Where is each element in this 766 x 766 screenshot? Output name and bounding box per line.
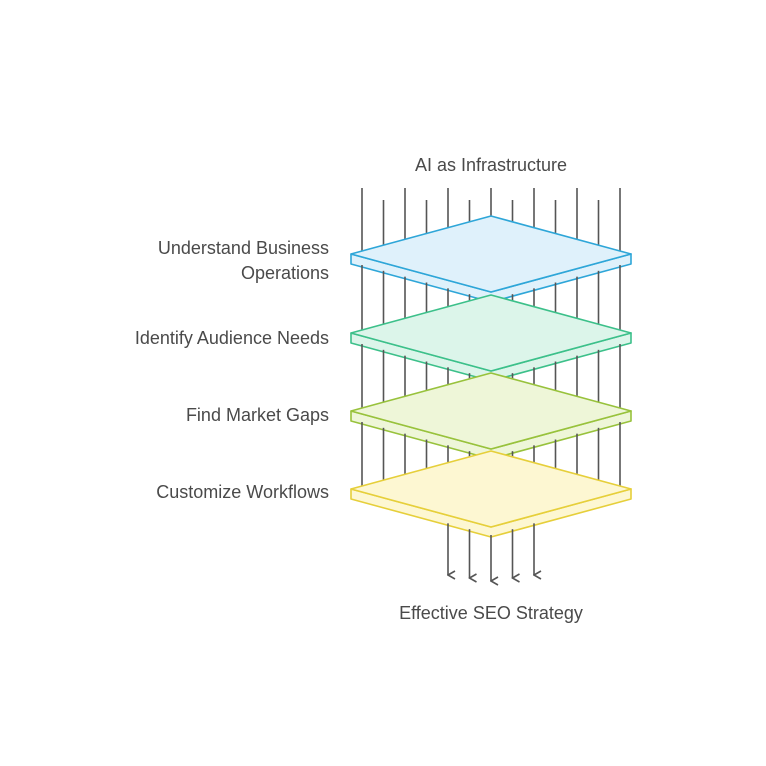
bottom-label: Effective SEO Strategy: [399, 603, 583, 623]
layer-plate-understand-business: [350, 215, 632, 303]
layer-label-understand-business-line-2: Operations: [241, 263, 329, 283]
layer-label-identify-audience: Identify Audience Needs: [135, 328, 329, 348]
layer-label-customize-workflows: Customize Workflows: [156, 482, 329, 502]
layer-plate-find-market-gaps: [350, 372, 632, 460]
top-label: AI as Infrastructure: [415, 155, 567, 175]
layer-plate-identify-audience: [350, 294, 632, 382]
layer-label-find-market-gaps: Find Market Gaps: [186, 405, 329, 425]
layers-group: [350, 188, 632, 581]
layer-label-understand-business-line-1: Understand Business: [158, 238, 329, 258]
layer-plate-customize-workflows: [350, 450, 632, 538]
layer-labels: Understand Business Operations Identify …: [135, 238, 329, 502]
